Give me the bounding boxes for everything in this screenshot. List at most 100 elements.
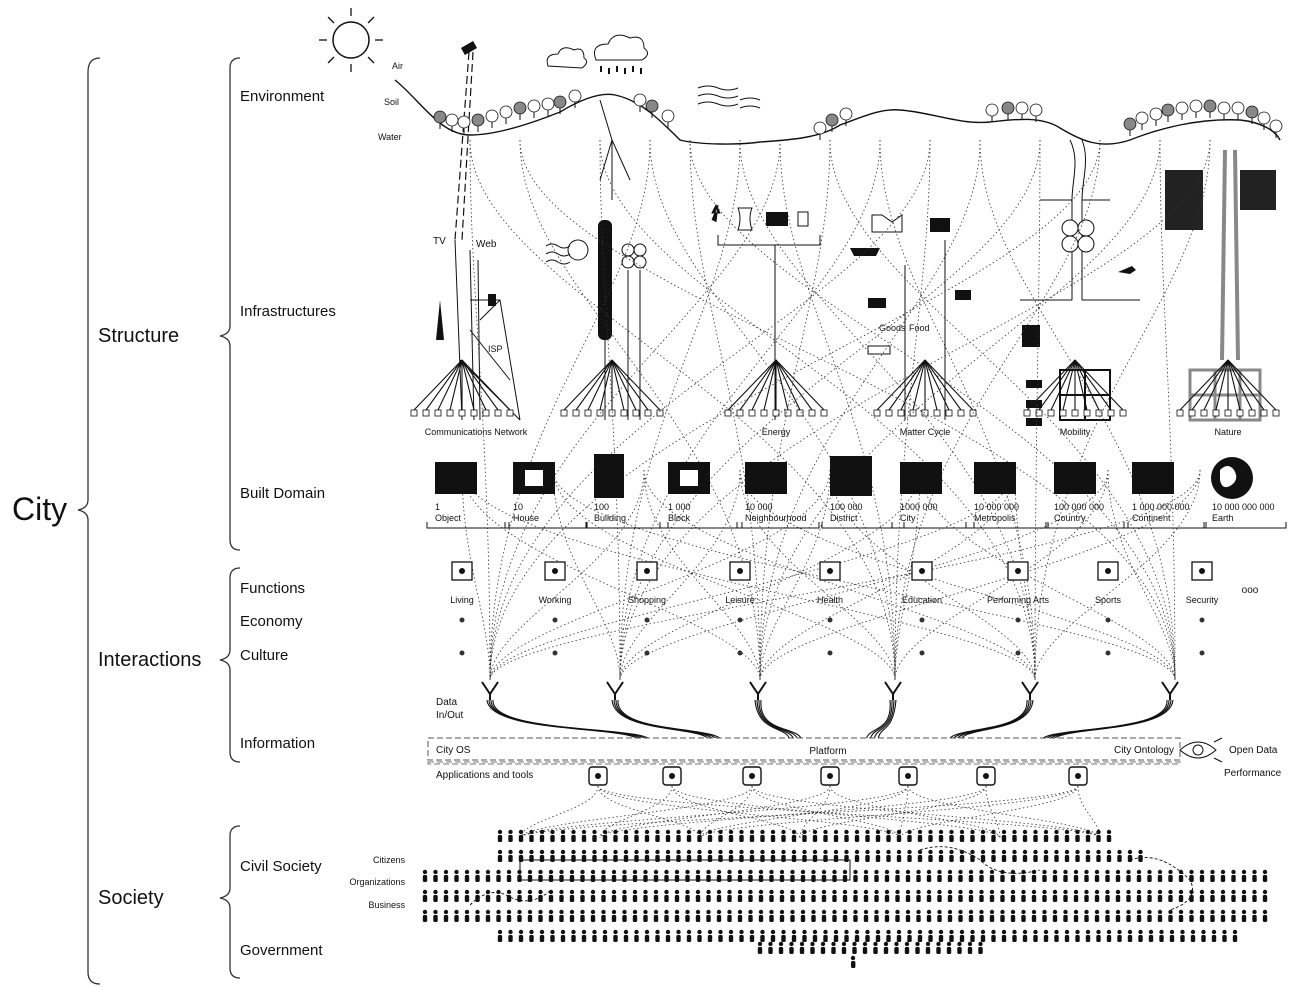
scale-name: Block	[668, 513, 691, 523]
person-icon	[1262, 889, 1268, 902]
tree-icon	[445, 113, 459, 132]
person-icon	[538, 909, 543, 922]
person-icon	[863, 889, 869, 902]
person-icon	[884, 909, 890, 922]
person-icon	[949, 849, 954, 862]
person-icon	[1043, 849, 1049, 862]
person-icon	[958, 889, 963, 902]
person-icon	[1106, 929, 1112, 942]
function-more-label: ooo	[1242, 585, 1259, 596]
person-icon	[799, 941, 805, 954]
connection-line	[489, 139, 781, 681]
person-icon	[718, 929, 723, 942]
root-tree	[1176, 359, 1280, 417]
person-icon	[831, 941, 836, 954]
person-icon	[926, 909, 932, 922]
person-icon	[1054, 829, 1059, 842]
tree-icon	[633, 93, 647, 112]
person-icon	[873, 941, 878, 954]
person-icon	[874, 909, 879, 922]
person-icon	[925, 941, 931, 954]
connection-line	[643, 469, 1036, 681]
person-icon	[749, 829, 755, 842]
civil-organizations: Organizations	[349, 877, 405, 887]
person-icon	[979, 889, 984, 902]
person-icon	[968, 869, 974, 882]
person-icon	[863, 869, 869, 882]
connection-line	[751, 785, 1101, 839]
economy-dot	[1105, 617, 1111, 623]
tree-icon	[1175, 101, 1189, 120]
function-sports: Sports	[1095, 561, 1122, 656]
connection-line	[799, 785, 831, 839]
person-icon	[1168, 889, 1173, 902]
connection-line	[619, 139, 881, 681]
person-icon	[907, 829, 912, 842]
person-icon	[1105, 909, 1110, 922]
person-icon	[1252, 869, 1257, 882]
person-icon	[602, 929, 608, 942]
person-icon	[433, 889, 438, 902]
culture-dot	[1105, 650, 1111, 656]
function-security: Security	[1186, 561, 1219, 656]
person-icon	[1220, 869, 1226, 882]
connection-line	[552, 469, 1176, 681]
person-icon	[632, 889, 638, 902]
person-icon	[1127, 929, 1133, 942]
person-icon	[1031, 889, 1037, 902]
person-icon	[632, 909, 638, 922]
infrastructure-roots	[410, 359, 1280, 417]
person-icon	[862, 941, 868, 954]
tree-icon	[568, 89, 582, 108]
person-icon	[581, 829, 587, 842]
scale-name: City	[900, 513, 916, 523]
person-icon	[653, 909, 659, 922]
mountain-river	[599, 99, 631, 200]
person-icon	[622, 889, 627, 902]
tree-icon	[1029, 103, 1043, 122]
person-icon	[571, 929, 576, 942]
person-icon	[1033, 929, 1038, 942]
person-icon	[1096, 829, 1101, 842]
person-icon	[539, 829, 545, 842]
person-icon	[1012, 829, 1017, 842]
trees-cluster	[433, 89, 1283, 140]
person-icon	[643, 889, 648, 902]
person-icon	[946, 941, 952, 954]
person-icon	[1052, 869, 1058, 882]
layer-air: Air	[392, 61, 403, 71]
person-icon	[904, 941, 910, 954]
person-icon	[422, 909, 428, 922]
culture-dot	[827, 650, 833, 656]
person-icon	[706, 909, 711, 922]
person-icon	[664, 909, 669, 922]
scale-name: Object	[435, 513, 462, 523]
tree-icon	[457, 115, 471, 134]
person-icon	[1021, 869, 1026, 882]
person-icon	[707, 829, 713, 842]
person-icon	[601, 909, 606, 922]
person-icon	[863, 909, 869, 922]
person-icon	[769, 889, 774, 902]
scale-icon	[830, 456, 872, 496]
person-icon	[569, 889, 575, 902]
person-icon	[970, 929, 975, 942]
culture-dot	[1199, 650, 1205, 656]
connection-line	[689, 139, 761, 681]
person-icon	[1073, 869, 1079, 882]
person-icon	[571, 829, 576, 842]
person-icon	[508, 829, 513, 842]
interactions-brace	[219, 567, 241, 763]
satellite-icon	[454, 41, 478, 241]
app-tool-icon	[662, 766, 682, 786]
person-icon	[1147, 909, 1152, 922]
function-label: Sports	[1095, 595, 1122, 605]
person-icon	[938, 929, 944, 942]
scale-icon	[745, 462, 787, 494]
connection-line	[469, 139, 491, 681]
person-icon	[644, 829, 650, 842]
person-icon	[1157, 889, 1163, 902]
